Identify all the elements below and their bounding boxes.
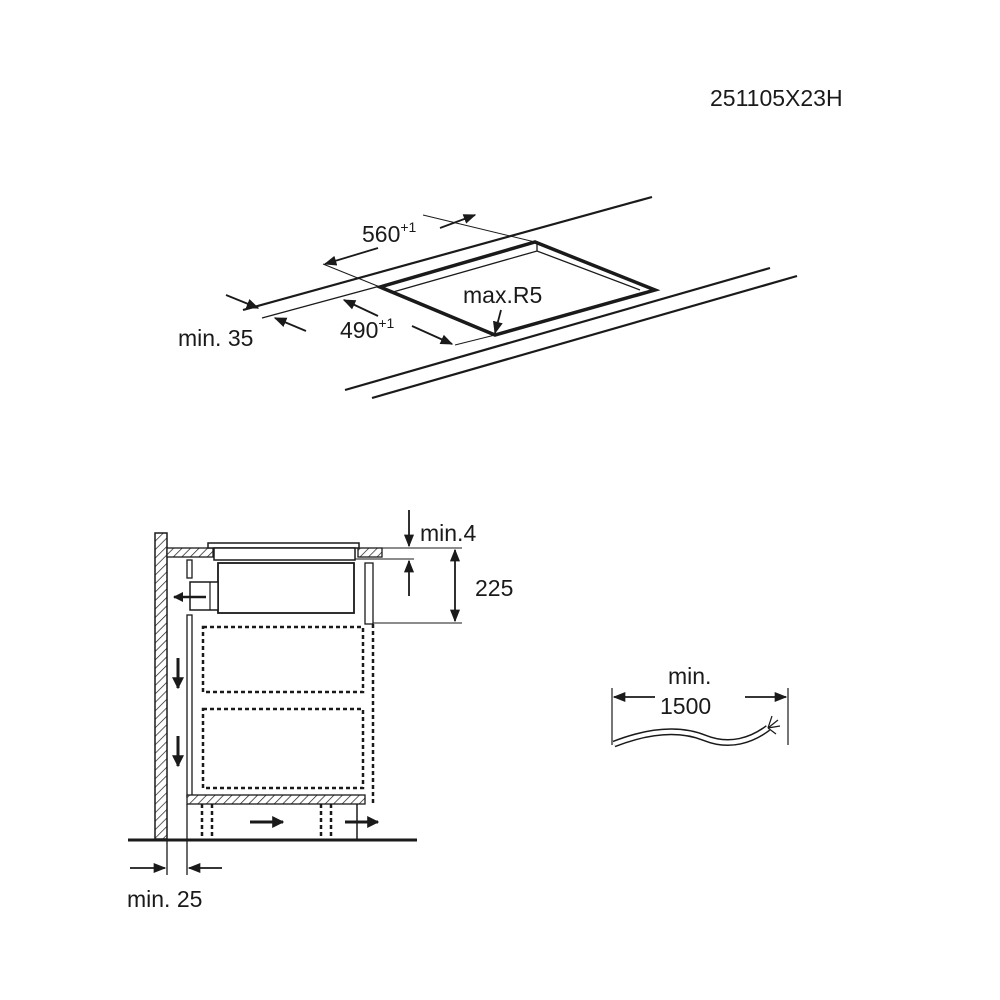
cable-length-label-1: min. (668, 663, 711, 689)
worktop-left (166, 547, 214, 558)
cabinet-bottom (186, 794, 366, 805)
front-panel (364, 562, 374, 625)
worktop-right (357, 547, 383, 558)
extension-line (422, 214, 536, 243)
worktop-inner-edge (261, 285, 381, 319)
gap-label: min.4 (420, 520, 476, 546)
worktop-front-edge (344, 266, 771, 392)
dimension-arrow (323, 247, 379, 266)
cutout-top-view: 560+1 490+1 max.R5 min. 35 (178, 195, 798, 400)
cable-wires (767, 715, 781, 735)
width-label: 560+1 (362, 219, 417, 247)
edge-distance-label: min. 35 (178, 325, 253, 351)
power-cable: min. 1500 (611, 663, 789, 748)
dimension-arrow (439, 214, 477, 229)
drawer-1 (201, 625, 365, 694)
dimension-arrow (273, 317, 307, 332)
hob-body (217, 562, 355, 614)
height-label: 225 (475, 575, 513, 601)
back-panel (186, 614, 193, 798)
cutout-outline (374, 240, 661, 337)
hob-frame (213, 547, 356, 561)
depth-label: 490+1 (340, 315, 395, 343)
wall-distance-label: min. 25 (127, 886, 202, 912)
diagram-code: 251105X23H (710, 85, 843, 111)
dimension-arrow (342, 299, 379, 317)
radius-label: max.R5 (463, 282, 542, 308)
worktop-front-edge-lower (371, 274, 798, 400)
drawer-2 (201, 707, 365, 790)
dimension-arrow (225, 294, 260, 309)
extension-line (454, 334, 496, 346)
cable-length-label-2: 1500 (660, 693, 711, 719)
back-panel (186, 559, 193, 579)
worktop-back-edge (242, 195, 653, 312)
extension-line (322, 263, 381, 288)
radius-arrow (492, 309, 503, 335)
cabinet-section-view: min.4 225 min. 25 (127, 510, 513, 912)
dimension-arrow (411, 325, 454, 345)
wall (154, 532, 168, 840)
